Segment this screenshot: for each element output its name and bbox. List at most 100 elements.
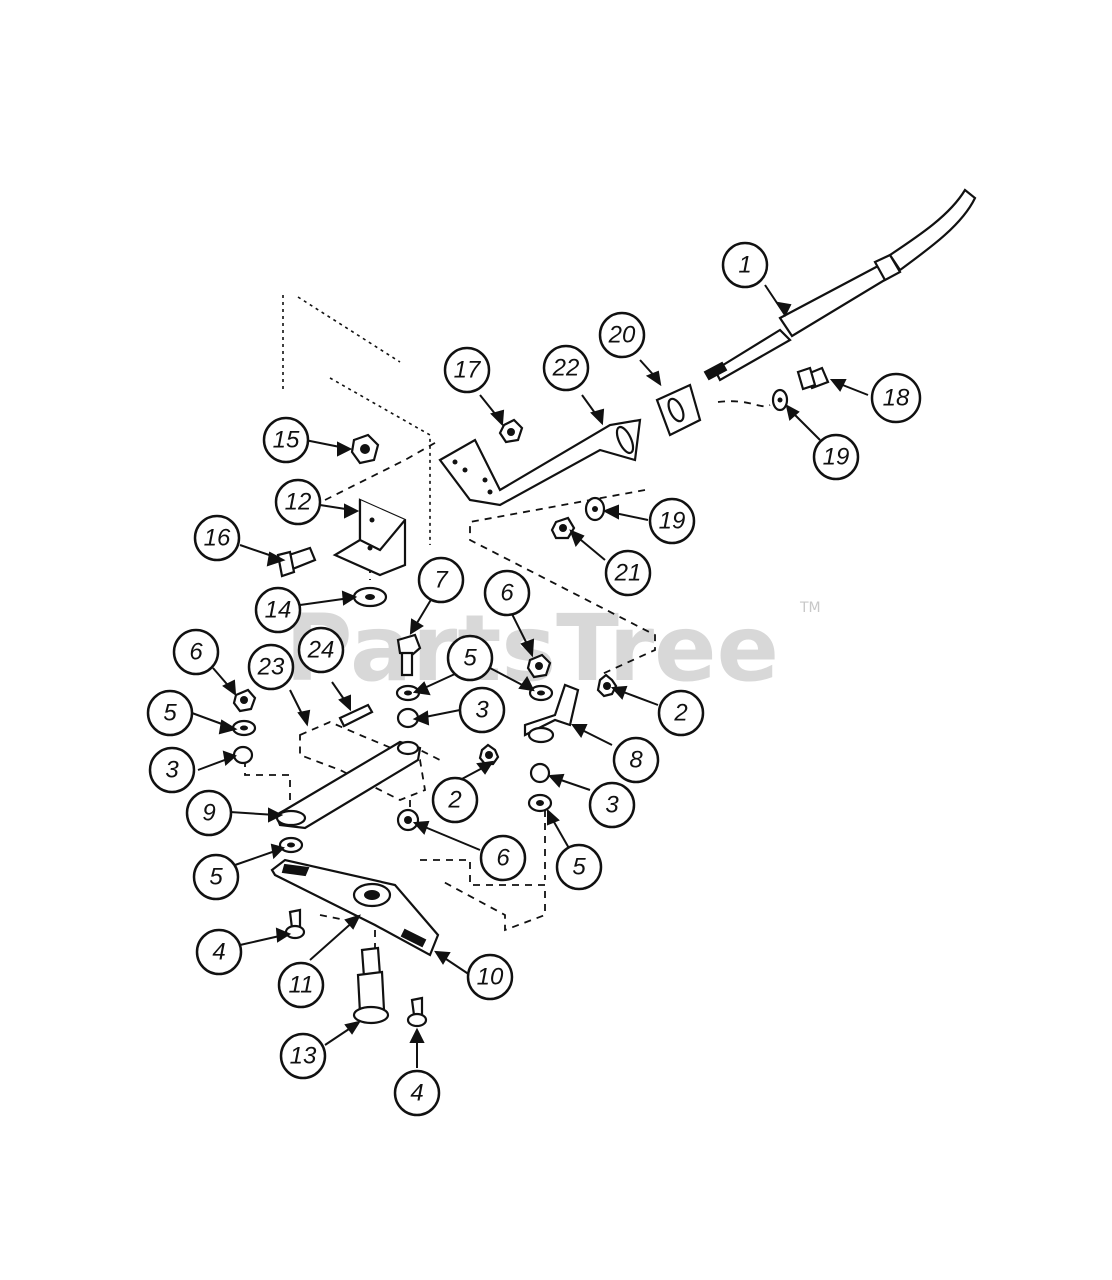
- part-bolt-7: [396, 633, 422, 677]
- callout-label: 6: [189, 639, 203, 666]
- callout-9: 9: [185, 789, 233, 837]
- callout-label: 19: [659, 508, 686, 535]
- callout-label: 10: [477, 964, 504, 991]
- callout-5-left: 5: [146, 689, 194, 737]
- callout-15: 15: [262, 416, 310, 464]
- callout-label: 15: [273, 427, 300, 454]
- callout-10: 10: [466, 953, 514, 1001]
- part-nut-15: [350, 433, 380, 465]
- callouts: 1 20 22 17 18 19 15 12 16 19 21 14 7 6 5…: [146, 241, 922, 1117]
- callout-label: 2: [673, 700, 687, 727]
- part-slotted-plate: [655, 383, 702, 437]
- part-pin-24: [338, 703, 374, 728]
- callout-label: 6: [496, 845, 510, 872]
- callout-24: 24: [297, 626, 345, 674]
- callout-label: 4: [212, 939, 225, 966]
- callout-label: 3: [475, 697, 489, 724]
- callout-23: 23: [247, 643, 295, 691]
- callout-17: 17: [443, 346, 491, 394]
- callout-label: 14: [265, 597, 292, 624]
- callout-label: 11: [289, 972, 314, 999]
- callout-5-lower: 5: [192, 853, 240, 901]
- part-washer-14: [352, 586, 388, 608]
- callout-3-center: 3: [458, 686, 506, 734]
- callout-label: 24: [307, 637, 335, 664]
- callout-13: 13: [279, 1032, 327, 1080]
- callout-19-top: 19: [812, 433, 860, 481]
- leader-lines: [191, 284, 869, 1068]
- callout-label: 23: [257, 654, 285, 681]
- callout-5-lowright: 5: [555, 843, 603, 891]
- callout-19-mid: 19: [648, 497, 696, 545]
- callout-label: 2: [447, 787, 461, 814]
- callout-3-left: 3: [148, 746, 196, 794]
- callout-18: 18: [870, 372, 922, 424]
- part-block-23: [299, 721, 427, 801]
- frame-outline: [282, 295, 431, 545]
- part-washer-5-lower: [278, 836, 304, 854]
- callout-label: 5: [209, 864, 223, 891]
- callout-21: 21: [604, 549, 652, 597]
- callout-16: 16: [193, 514, 241, 562]
- callout-label: 9: [202, 800, 215, 827]
- callout-2-right: 2: [657, 689, 705, 737]
- part-nut-6-right: [526, 653, 552, 679]
- callout-4-left: 4: [195, 928, 243, 976]
- callout-label: 17: [454, 357, 482, 384]
- part-bolt-18: [796, 366, 830, 391]
- callout-5-center: 5: [446, 634, 494, 682]
- callout-label: 3: [165, 757, 179, 784]
- part-spacer-3-right: [529, 762, 551, 784]
- part-spacer-3-left: [232, 745, 254, 765]
- part-star-nut-2-center: [478, 743, 500, 766]
- callout-label: 8: [629, 747, 643, 774]
- part-washer-5-right: [528, 684, 554, 702]
- callout-3-right: 3: [588, 781, 636, 829]
- callout-label: 5: [572, 854, 586, 881]
- part-nut-17: [498, 418, 524, 444]
- part-nut-21: [550, 516, 576, 540]
- part-washer-5-left: [231, 719, 257, 737]
- callout-label: 5: [463, 645, 477, 672]
- part-bracket-8: [523, 683, 580, 744]
- callout-2-center: 2: [431, 776, 479, 824]
- part-bracket-arm: [438, 418, 642, 507]
- callout-label: 21: [614, 560, 642, 587]
- part-shoulder-pin-13: [352, 946, 390, 1025]
- callout-label: 1: [738, 252, 751, 279]
- callout-22: 22: [542, 344, 590, 392]
- callout-12: 12: [274, 478, 322, 526]
- callout-label: 7: [434, 567, 449, 594]
- callout-label: 16: [204, 525, 231, 552]
- callout-4-bottom: 4: [393, 1069, 441, 1117]
- part-bracket-12: [332, 498, 407, 577]
- callout-14: 14: [254, 586, 302, 634]
- watermark-trademark: TM: [799, 600, 821, 616]
- callout-label: 6: [500, 580, 514, 607]
- callout-label: 19: [823, 444, 850, 471]
- part-washer-19-top: [771, 388, 789, 412]
- part-cable: [703, 188, 977, 382]
- callout-label: 18: [883, 385, 910, 412]
- callout-6-center: 6: [479, 834, 527, 882]
- callout-label: 13: [290, 1043, 317, 1070]
- callout-label: 3: [605, 792, 619, 819]
- callout-20: 20: [598, 311, 646, 359]
- part-nut-6-left: [232, 688, 257, 713]
- part-washer-19-mid: [584, 496, 606, 522]
- callout-7: 7: [417, 556, 465, 604]
- callout-label: 12: [285, 489, 312, 516]
- part-bolt-16: [276, 546, 317, 578]
- callout-label: 5: [163, 700, 177, 727]
- part-screw-4-bottom: [406, 996, 428, 1028]
- callout-8: 8: [612, 736, 660, 784]
- callout-6-right: 6: [483, 569, 531, 617]
- part-nut-6-center: [396, 808, 420, 832]
- callout-label: 22: [552, 355, 580, 382]
- callout-label: 4: [410, 1080, 423, 1107]
- callout-1: 1: [721, 241, 769, 289]
- part-plate-10: [270, 858, 440, 957]
- callout-6-left: 6: [172, 628, 220, 676]
- part-washer-5-lowright: [527, 793, 553, 813]
